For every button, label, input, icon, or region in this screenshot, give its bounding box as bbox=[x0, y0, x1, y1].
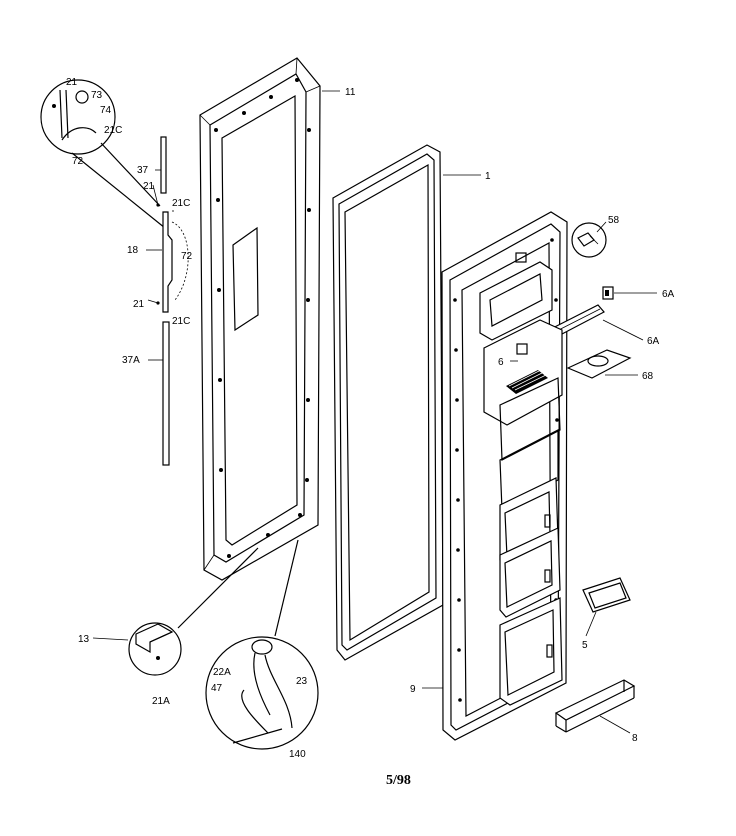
hinge-rail-37 bbox=[160, 136, 167, 194]
label-47: 47 bbox=[211, 683, 223, 694]
inner-door-liner bbox=[441, 211, 632, 741]
hinge-rail-37a bbox=[162, 321, 170, 466]
label-9: 9 bbox=[410, 684, 416, 695]
part-8-shelf-rail bbox=[554, 679, 636, 733]
label-13: 13 bbox=[78, 634, 90, 645]
label-11: 11 bbox=[345, 87, 356, 98]
page-code: 5/98 bbox=[386, 773, 411, 788]
label-68: 68 bbox=[642, 371, 654, 382]
dispenser-grille bbox=[506, 369, 548, 394]
hinge-plate-18 bbox=[156, 203, 189, 313]
label-23: 23 bbox=[296, 676, 308, 687]
part-58-circle bbox=[571, 222, 607, 258]
label-21c-top: 21C bbox=[172, 198, 190, 209]
label-58-top: 58 bbox=[608, 215, 620, 226]
outer-door-panel bbox=[199, 57, 321, 581]
detail-circle-bottom bbox=[205, 539, 319, 750]
label-6a-top: 6A bbox=[662, 289, 675, 300]
label-37: 37 bbox=[137, 165, 149, 176]
label-21a: 21A bbox=[152, 696, 170, 707]
label-8: 8 bbox=[632, 733, 638, 744]
label-21c-circle: 21C bbox=[104, 125, 122, 136]
label-21-top: 21 bbox=[66, 77, 78, 88]
label-37a: 37A bbox=[122, 355, 140, 366]
label-73: 73 bbox=[91, 90, 103, 101]
label-22a: 22A bbox=[213, 667, 231, 678]
door-gasket bbox=[332, 144, 444, 661]
label-1: 1 bbox=[485, 171, 491, 182]
label-5: 5 bbox=[582, 640, 588, 651]
part-5-pad bbox=[582, 577, 631, 613]
label-74: 74 bbox=[100, 105, 112, 116]
detail-circle-top bbox=[40, 79, 166, 229]
detail-circle-13 bbox=[128, 547, 259, 676]
panel-screws bbox=[214, 78, 311, 558]
part-6a-clip bbox=[602, 286, 614, 300]
label-72: 72 bbox=[181, 251, 193, 262]
label-140: 140 bbox=[289, 749, 306, 760]
label-21-low: 21 bbox=[133, 299, 145, 310]
leader-lines bbox=[92, 90, 657, 734]
label-21c-low: 21C bbox=[172, 316, 190, 327]
part-labels: 21 73 74 21C 72 37 21 21C 18 72 21 21C 3… bbox=[66, 77, 675, 760]
label-21-mid: 21 bbox=[143, 181, 155, 192]
label-6a-mid: 6A bbox=[647, 336, 660, 347]
label-6: 6 bbox=[498, 357, 504, 368]
label-72-circle: 72 bbox=[72, 156, 84, 167]
label-18: 18 bbox=[127, 245, 139, 256]
